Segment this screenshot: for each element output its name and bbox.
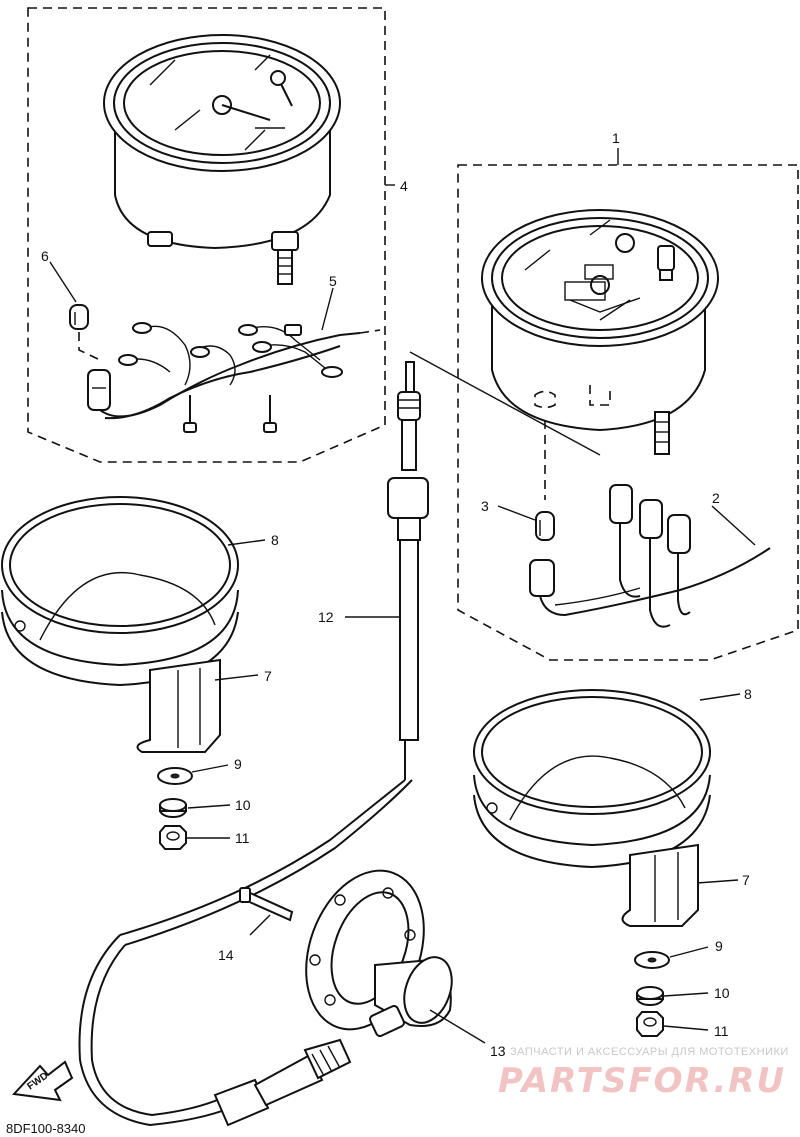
- washer-9-right: [634, 951, 670, 969]
- wire-harness-5: [87, 322, 381, 420]
- gauge-4-meter: [103, 34, 341, 285]
- wire-harness-2: [529, 484, 771, 628]
- label-part-11-right: 11: [714, 1023, 729, 1039]
- label-part-11-left: 11: [235, 830, 250, 846]
- assembly-4-outline: [27, 7, 386, 463]
- label-part-9-left: 9: [234, 756, 242, 772]
- bracket-7-right: [473, 755, 711, 927]
- label-part-4: 4: [400, 178, 408, 194]
- label-part-14: 14: [218, 947, 234, 963]
- label-part-10-left: 10: [235, 797, 251, 813]
- label-part-6: 6: [41, 248, 49, 264]
- pin-14: [239, 887, 294, 936]
- diagram-code: 8DF100-8340: [6, 1121, 86, 1136]
- label-part-2: 2: [712, 490, 720, 506]
- label-part-5: 5: [329, 273, 337, 289]
- forward-arrow-icon: FWD: [11, 1060, 74, 1102]
- assembly-1-outline: [457, 164, 799, 661]
- label-part-7-left: 7: [264, 668, 272, 684]
- label-part-13: 13: [490, 1043, 506, 1059]
- label-part-10-right: 10: [714, 985, 730, 1001]
- screw-right: [263, 395, 277, 433]
- label-part-3: 3: [481, 498, 489, 514]
- label-part-12: 12: [318, 609, 334, 625]
- speedometer-gear-unit-13: [305, 869, 486, 1044]
- gauge-1-meter: [481, 209, 719, 455]
- assembly-1-group: [457, 148, 799, 661]
- label-part-9-right: 9: [715, 938, 723, 954]
- assembly-4-group: [27, 7, 395, 463]
- screw-left: [183, 395, 197, 433]
- leader-lines: [49, 261, 756, 1031]
- nut-11-right: [636, 1011, 664, 1037]
- label-part-1: 1: [612, 130, 620, 146]
- label-part-8-right: 8: [744, 686, 752, 702]
- nut-11-left: [159, 825, 187, 850]
- label-part-7-right: 7: [742, 872, 750, 888]
- bracket-7-left: [1, 571, 239, 753]
- ring-8-left: [1, 496, 239, 634]
- watermark: ЗАПЧАСТИ И АКСЕССУАРЫ ДЛЯ МОТОТЕХНИКИ PA…: [498, 1046, 789, 1101]
- ring-8-right: [473, 689, 711, 815]
- washer-9-left: [157, 767, 193, 785]
- watermark-tagline: ЗАПЧАСТИ И АКСЕССУАРЫ ДЛЯ МОТОТЕХНИКИ: [510, 1046, 789, 1058]
- part-labels: 1 2 3 4 5 6 7 7 8 8 9 9 10 10 11 11 12 1…: [41, 130, 752, 1059]
- speedometer-cable-12: [78, 361, 429, 1127]
- watermark-brand-logo: PARTSFOR.RU: [498, 1061, 786, 1101]
- label-part-8-left: 8: [271, 532, 279, 548]
- grommet-10-left: [159, 798, 187, 818]
- bulb-6: [69, 304, 101, 361]
- bulb-3: [535, 420, 555, 541]
- grommet-10-right: [636, 986, 664, 1006]
